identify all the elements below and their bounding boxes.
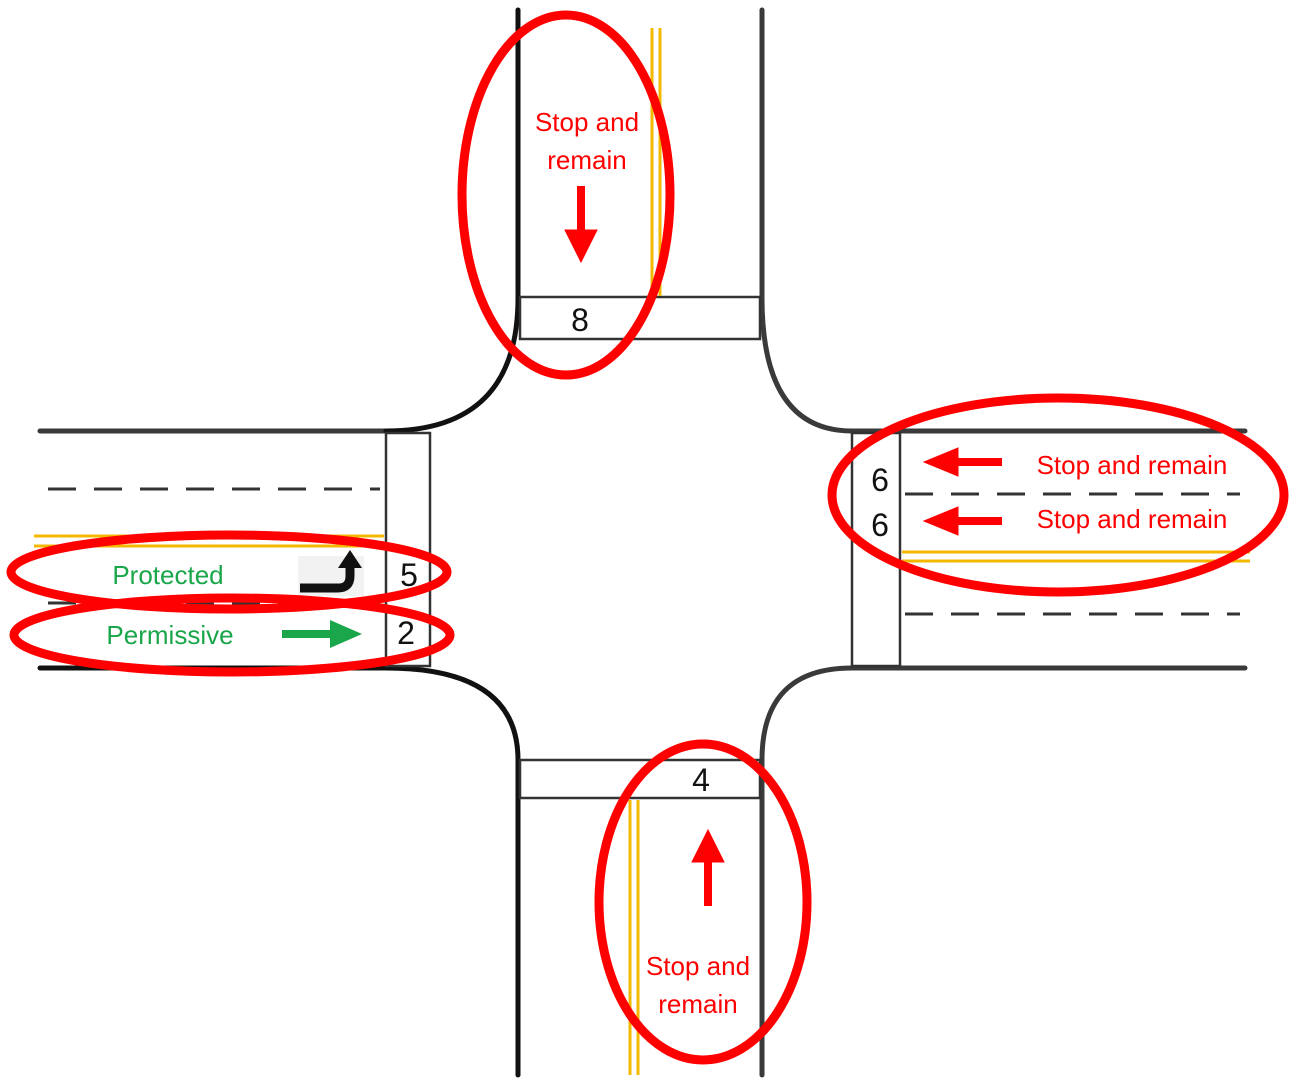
east-highlight-ellipse <box>827 393 1289 597</box>
corner-ne <box>759 295 855 434</box>
north-approach: Stop and remain 8 <box>457 10 675 380</box>
east-lane2-label: Stop and remain <box>1037 504 1228 534</box>
corner-nw <box>383 295 521 434</box>
north-label-line2: remain <box>547 145 626 175</box>
left-turn-arrow-icon <box>300 550 362 593</box>
west-approach: 5 Protected 2 Permissive <box>6 530 455 677</box>
south-phase-number: 4 <box>692 762 710 798</box>
arrow-left-icon <box>922 506 1002 536</box>
west-protected-highlight-ellipse <box>6 530 452 614</box>
east-lane2-phase-number: 6 <box>871 507 889 543</box>
yellow-center-lines <box>34 28 1250 1075</box>
road-edges <box>37 7 1248 1078</box>
south-label-line1: Stop and <box>646 951 750 981</box>
east-lane1-label: Stop and remain <box>1037 450 1228 480</box>
south-label-line2: remain <box>658 989 737 1019</box>
north-highlight-ellipse <box>457 10 675 380</box>
north-phase-number: 8 <box>571 302 589 338</box>
west-lane1-label: Protected <box>112 560 223 590</box>
east-approach: 6 6 Stop and remain Stop and remain <box>827 393 1289 597</box>
south-highlight-ellipse <box>594 739 812 1065</box>
arrow-right-icon <box>282 620 362 648</box>
west-permissive-highlight-ellipse <box>9 593 455 677</box>
arrow-left-icon <box>922 447 1002 477</box>
stop-bars <box>384 295 902 800</box>
south-approach: 4 Stop and remain <box>594 739 812 1065</box>
north-label-line1: Stop and <box>535 107 639 137</box>
west-lane1-phase-number: 5 <box>400 557 418 593</box>
arrow-down-icon <box>564 186 598 264</box>
arrow-up-icon <box>691 828 725 906</box>
east-lane1-phase-number: 6 <box>871 462 889 498</box>
corner-se <box>759 665 855 763</box>
west-lane2-label: Permissive <box>106 620 233 650</box>
west-lane2-phase-number: 2 <box>397 615 415 651</box>
corner-sw <box>383 665 521 763</box>
